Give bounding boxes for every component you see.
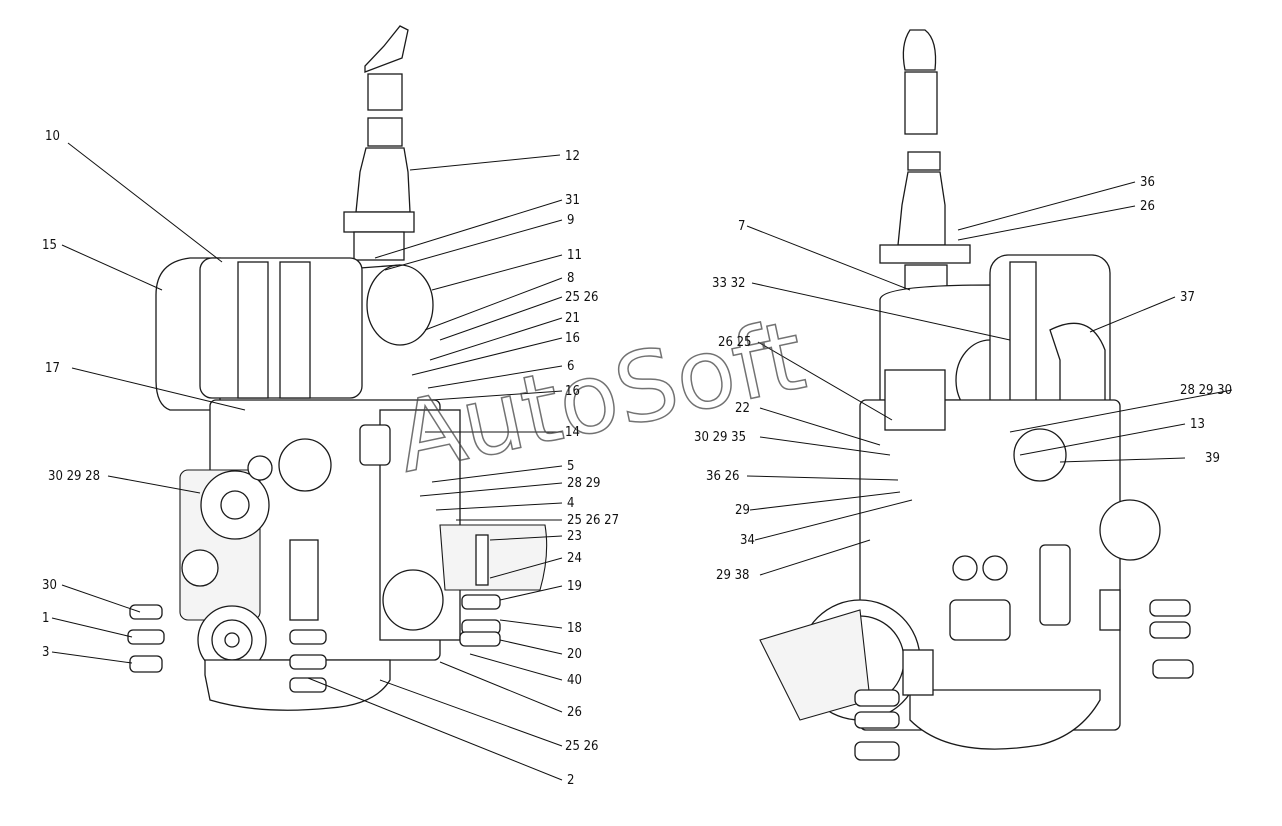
callout-label: 4 [567, 496, 574, 511]
left-leader-lines [51, 142, 563, 781]
callout-label: 15 [42, 238, 57, 253]
callout-label: 8 [567, 271, 574, 286]
callout-label: 28 29 30 [1180, 383, 1232, 398]
callout-label: 26 [567, 705, 582, 720]
callout-label: 33 32 [712, 276, 745, 291]
callout-label: 30 [42, 578, 57, 593]
callout-label: 12 [565, 149, 580, 164]
callout-label: 6 [567, 359, 574, 374]
left-callouts: 10 12 31 9 15 11 8 25 26 21 16 17 6 16 1… [42, 129, 619, 788]
callout-label: 26 25 [718, 335, 751, 350]
callout-label: 9 [567, 213, 574, 228]
callout-label: 34 [740, 533, 755, 548]
watermark: AutoSoft [387, 299, 814, 494]
callout-label: 5 [567, 459, 574, 474]
callout-label: 22 [735, 401, 750, 416]
callout-label: 16 [565, 331, 580, 346]
callout-label: 17 [45, 361, 60, 376]
callout-label: 2 [567, 773, 574, 788]
callout-label: 36 26 [706, 469, 739, 484]
left-engine-illustration [127, 25, 548, 711]
callout-label: 19 [567, 579, 582, 594]
callout-label: 3 [42, 645, 49, 660]
callout-label: 30 29 28 [48, 469, 100, 484]
callout-label: 25 26 [565, 290, 598, 305]
callout-label: 10 [45, 129, 60, 144]
callout-label: 16 [565, 384, 580, 399]
callout-label: 13 [1190, 417, 1205, 432]
callout-label: 26 [1140, 199, 1155, 214]
callout-label: 25 26 [565, 739, 598, 754]
callout-label: 37 [1180, 290, 1195, 305]
callout-label: 31 [565, 193, 580, 208]
callout-label: 11 [567, 248, 582, 263]
callout-label: 29 38 [716, 568, 749, 583]
callout-label: 24 [567, 551, 582, 566]
callout-label: 30 29 35 [694, 430, 746, 445]
callout-label: 25 26 27 [567, 513, 619, 528]
callout-label: 23 [567, 529, 582, 544]
callout-label: 21 [565, 311, 580, 326]
callout-label: 7 [738, 219, 745, 234]
right-callouts: 36 26 7 33 32 37 26 25 28 29 30 22 30 29… [694, 175, 1232, 583]
callout-label: 39 [1205, 451, 1220, 466]
callout-label: 29 [735, 503, 750, 518]
callout-label: 28 29 [567, 476, 600, 491]
right-leader-lines [746, 181, 1233, 576]
callout-label: 18 [567, 621, 582, 636]
callout-label: 40 [567, 673, 582, 688]
callout-label: 36 [1140, 175, 1155, 190]
callout-label: 14 [565, 425, 580, 440]
callout-label: 20 [567, 647, 582, 662]
callout-label: 1 [42, 611, 49, 626]
right-engine-illustration [759, 29, 1194, 761]
